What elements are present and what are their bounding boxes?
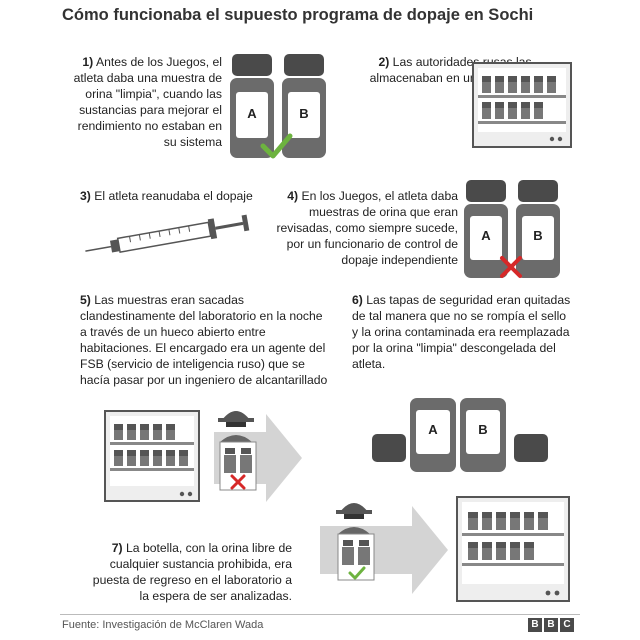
bottle-b-label-2: B — [533, 228, 542, 243]
sample-bottles-clean: A B — [230, 54, 326, 159]
bottle-b-label-3: B — [478, 422, 487, 437]
step-3-number: 3) — [80, 189, 91, 203]
bottle-b-icon: B — [460, 398, 506, 472]
agent-arrow-outbound — [214, 411, 302, 502]
checkmark-icon — [348, 566, 366, 580]
cap-icon — [372, 434, 406, 462]
logo-letter: B — [528, 618, 542, 632]
bottle-b-icon: B — [282, 54, 326, 158]
spy-icon — [218, 411, 254, 442]
logo-letter: B — [544, 618, 558, 632]
logo-letter: C — [560, 618, 574, 632]
step-5-number: 5) — [80, 293, 91, 307]
bbc-logo: B B C — [528, 618, 574, 632]
step-2-number: 2) — [378, 55, 390, 69]
step-4-description: En los Juegos, el atleta daba muestras d… — [276, 189, 458, 267]
source-note: Fuente: Investigación de McClaren Wada — [62, 619, 264, 631]
step-1-text: 1) Antes de los Juegos, el atleta daba u… — [62, 54, 222, 150]
step-3-text: 3) El atleta reanudaba el dopaje — [80, 188, 300, 204]
page-title: Cómo funcionaba el supuesto programa de … — [62, 6, 534, 24]
bottle-a-icon: A — [230, 54, 274, 158]
cross-icon — [230, 474, 246, 490]
freezer-icon — [472, 62, 572, 148]
step-1-number: 1) — [82, 55, 94, 69]
bottle-b-icon: B — [516, 180, 560, 278]
cap-icon — [514, 434, 548, 462]
step-6-number: 6) — [352, 293, 363, 307]
bottle-a-label-2: A — [481, 228, 491, 243]
cross-icon — [500, 256, 522, 278]
spy-icon — [336, 503, 372, 534]
step-5-text: 5) Las muestras eran sacadas clandestina… — [80, 292, 328, 388]
agent-arrow-return — [320, 503, 448, 594]
bottle-a-label: A — [247, 106, 257, 121]
bottle-a-icon: A — [410, 398, 456, 472]
footer-divider — [60, 614, 580, 615]
checkmark-icon — [260, 133, 293, 159]
sample-bottles-doped: A B — [464, 180, 560, 278]
step-6-text: 6) Las tapas de seguridad eran quitadas … — [352, 292, 574, 372]
step-1-description: Antes de los Juegos, el atleta daba una … — [73, 55, 222, 149]
step-5-description: Las muestras eran sacadas clandestinamen… — [80, 293, 328, 387]
step-4-text: 4) En los Juegos, el atleta daba muestra… — [262, 188, 458, 268]
bottles-opened: A B — [372, 398, 548, 472]
bottle-a-label-3: A — [428, 422, 438, 437]
bottle-b-label: B — [299, 106, 308, 121]
step-3-description: El atleta reanudaba el dopaje — [94, 189, 253, 203]
syringe-icon — [85, 214, 250, 254]
freezer-icon-2 — [104, 410, 200, 502]
step-6-description: Las tapas de seguridad eran quitadas de … — [352, 293, 571, 371]
bottle-a-icon: A — [464, 180, 508, 278]
step-7-description: La botella, con la orina libre de cualqu… — [92, 541, 292, 603]
step-7-text: 7) La botella, con la orina libre de cua… — [80, 540, 292, 604]
step-4-number: 4) — [287, 189, 299, 203]
freezer-icon-3 — [456, 496, 570, 602]
step-7-number: 7) — [111, 541, 123, 555]
